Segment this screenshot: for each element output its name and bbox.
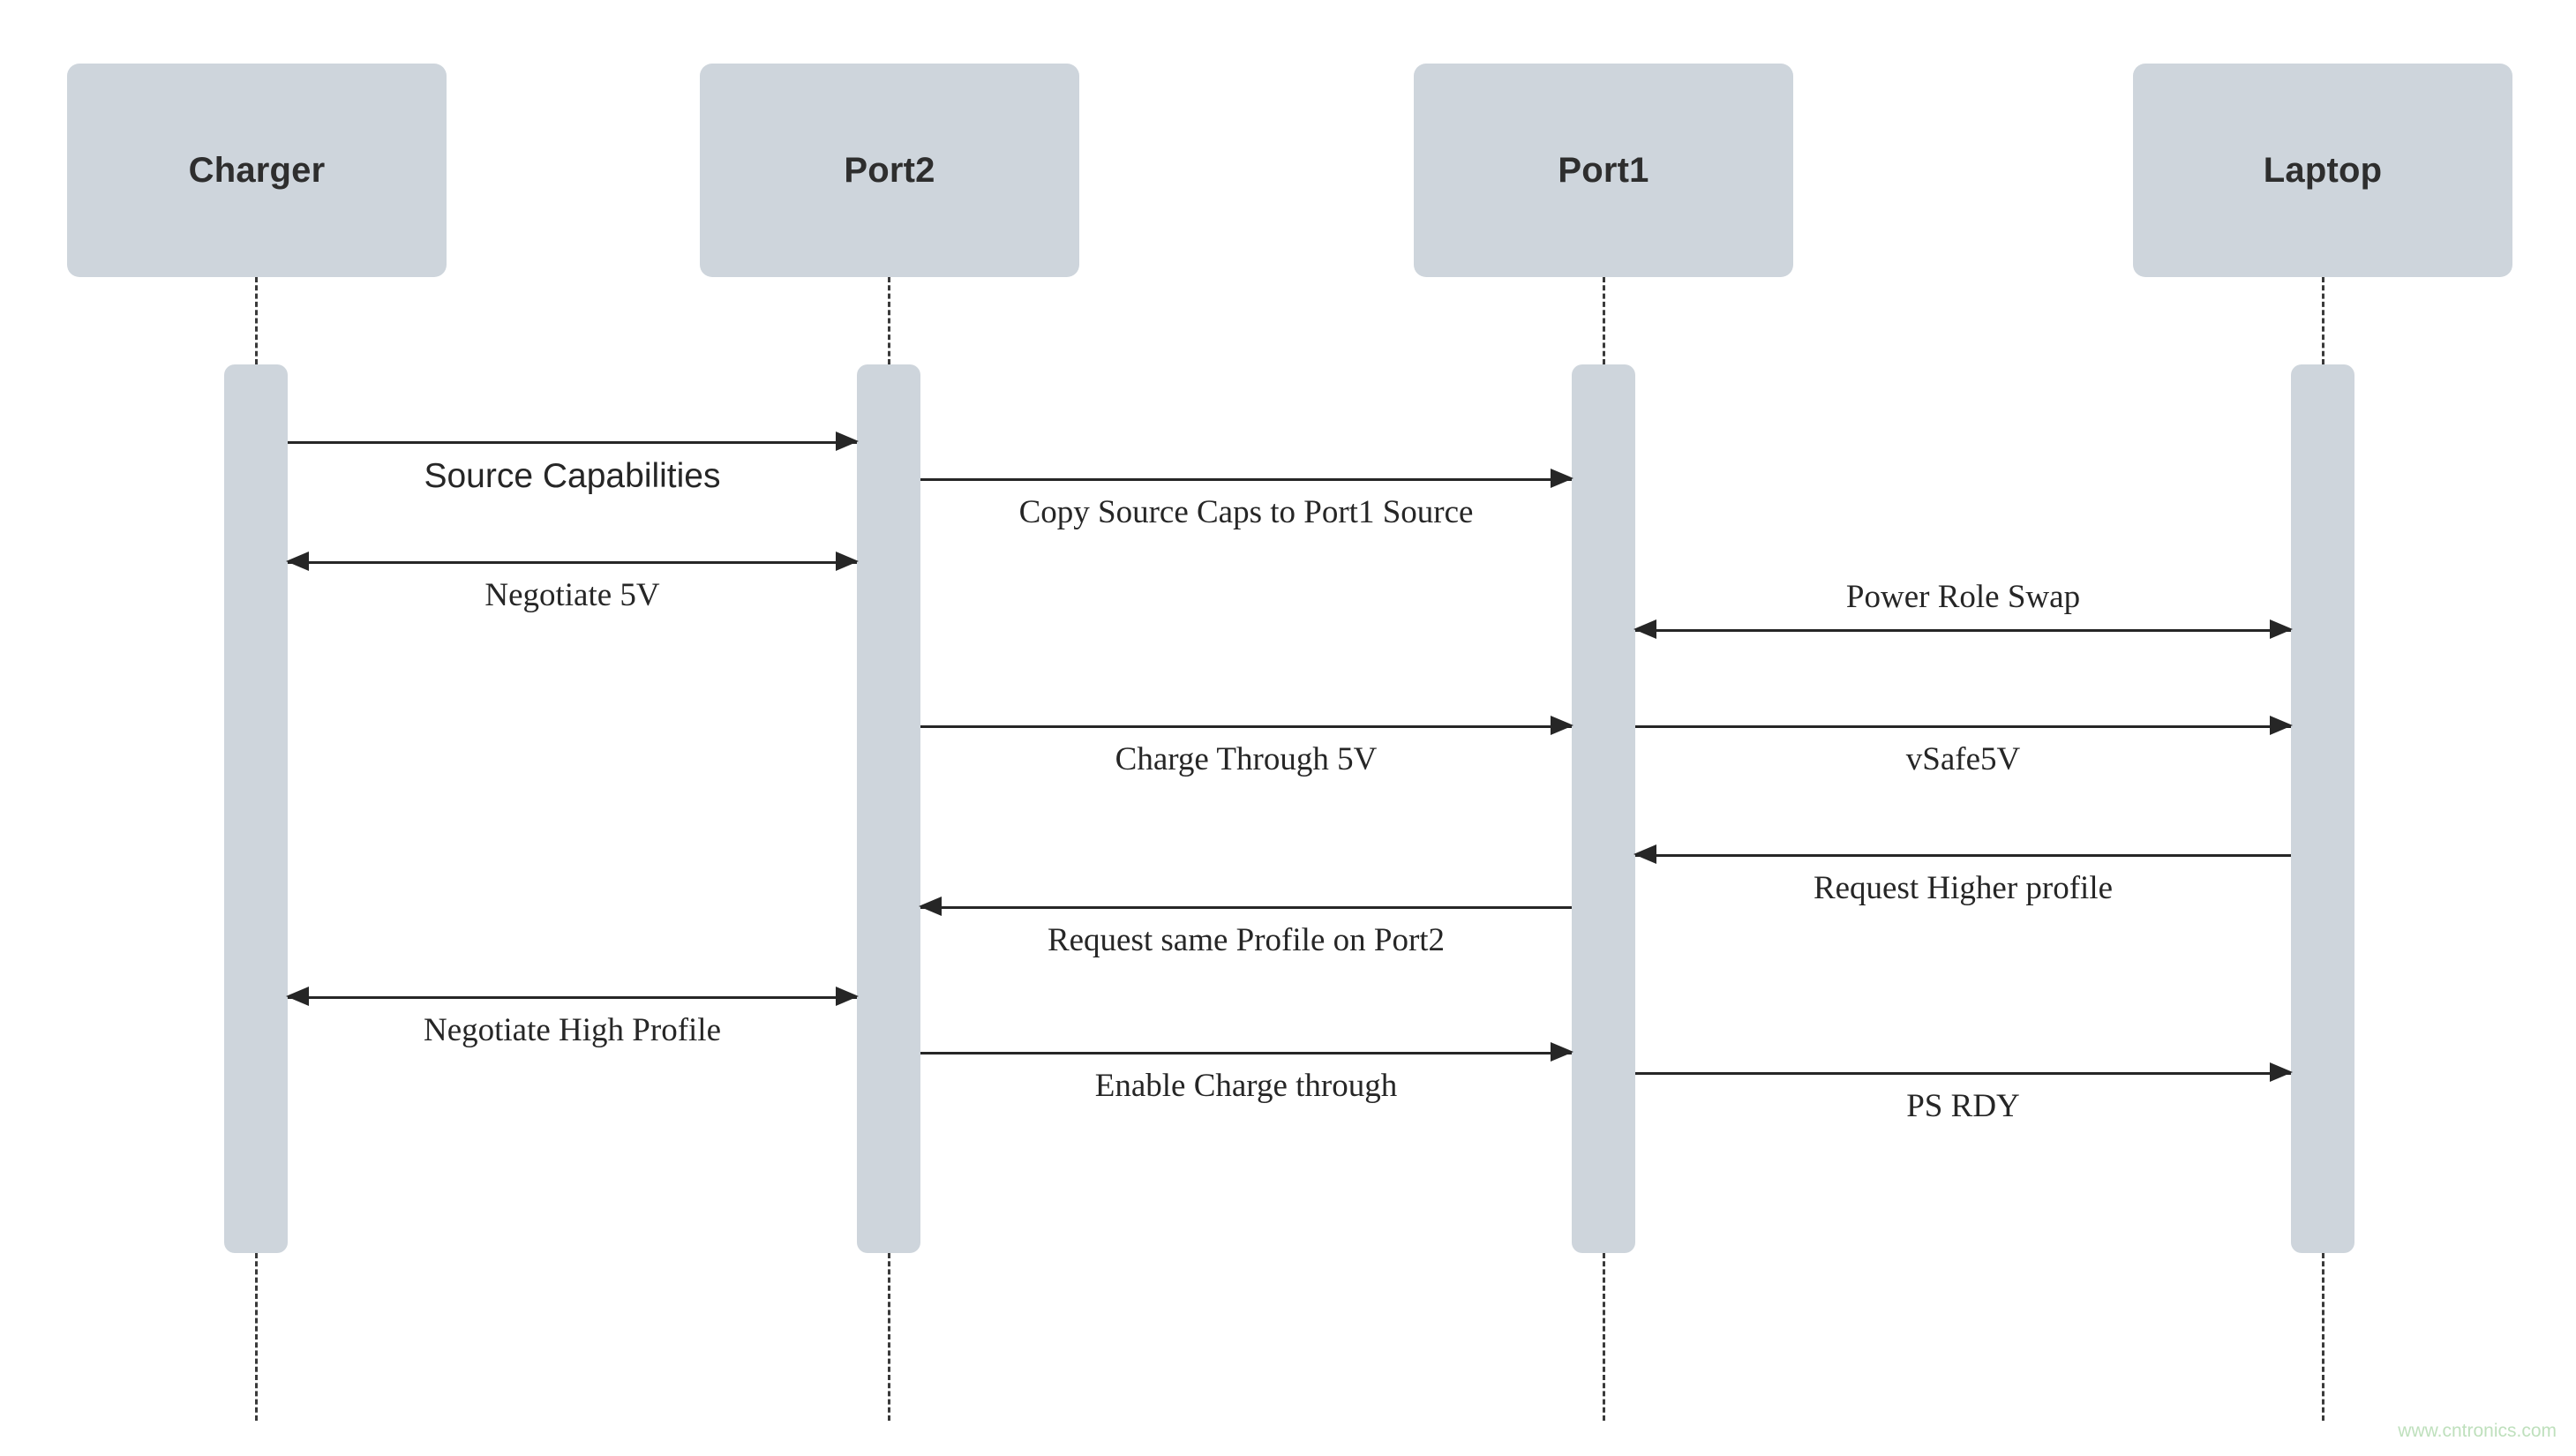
arrowhead-left-icon (1633, 844, 1656, 864)
actor-box-laptop[interactable]: Laptop (2133, 64, 2512, 277)
message-label-m10: Enable Charge through (1094, 1068, 1398, 1104)
activation-bar-charger (224, 364, 288, 1253)
message-line (920, 906, 1572, 909)
message-label-m3: Negotiate 5V (484, 577, 660, 613)
message-label-m9: Negotiate High Profile (423, 1012, 722, 1048)
arrowhead-right-icon (1551, 716, 1573, 735)
message-line (288, 996, 857, 999)
lifeline-port2-bottom (888, 1253, 890, 1421)
arrowhead-right-icon (2270, 1062, 2293, 1082)
actor-label-port2: Port2 (844, 150, 935, 190)
message-label-m7: Request Higher profile (1813, 870, 2114, 906)
message-label-m11: PS RDY (1906, 1088, 2020, 1124)
lifeline-port1-top (1603, 277, 1605, 364)
arrowhead-right-icon (2270, 716, 2293, 735)
message-line (920, 725, 1572, 728)
actor-box-port1[interactable]: Port1 (1414, 64, 1793, 277)
message-label-m5: Charge Through 5V (1115, 741, 1378, 777)
actor-label-charger: Charger (188, 150, 326, 190)
message-line (1635, 725, 2291, 728)
message-line (288, 441, 857, 444)
lifeline-laptop-bottom (2322, 1253, 2324, 1421)
message-label-m1: Source Capabilities (424, 457, 721, 495)
lifeline-charger-bottom (255, 1253, 258, 1421)
activation-bar-port2 (857, 364, 920, 1253)
message-label-m6: vSafe5V (1905, 741, 2021, 777)
actor-label-laptop: Laptop (2263, 150, 2383, 190)
lifeline-laptop-top (2322, 277, 2324, 364)
arrowhead-right-icon (836, 432, 859, 451)
actor-label-port1: Port1 (1558, 150, 1649, 190)
lifeline-charger-top (255, 277, 258, 364)
activation-bar-laptop (2291, 364, 2354, 1253)
activation-bar-port1 (1572, 364, 1635, 1253)
message-line (1635, 629, 2291, 632)
actor-box-port2[interactable]: Port2 (700, 64, 1079, 277)
lifeline-port1-bottom (1603, 1253, 1605, 1421)
message-line (1635, 1072, 2291, 1075)
arrowhead-left-icon (1633, 619, 1656, 639)
message-line (920, 1052, 1572, 1054)
message-label-m4: Power Role Swap (1845, 579, 2081, 615)
message-line (288, 561, 857, 564)
message-line (920, 478, 1572, 481)
message-label-m2: Copy Source Caps to Port1 Source (1018, 494, 1474, 530)
arrowhead-left-icon (286, 552, 309, 571)
arrowhead-right-icon (2270, 619, 2293, 639)
arrowhead-left-icon (919, 897, 942, 916)
arrowhead-right-icon (1551, 1042, 1573, 1062)
actor-box-charger[interactable]: Charger (67, 64, 447, 277)
arrowhead-right-icon (836, 987, 859, 1006)
lifeline-port2-top (888, 277, 890, 364)
arrowhead-right-icon (1551, 469, 1573, 488)
arrowhead-left-icon (286, 987, 309, 1006)
message-label-m8: Request same Profile on Port2 (1047, 922, 1446, 958)
message-line (1635, 854, 2291, 857)
arrowhead-right-icon (836, 552, 859, 571)
watermark: www.cntronics.com (2398, 1421, 2557, 1441)
